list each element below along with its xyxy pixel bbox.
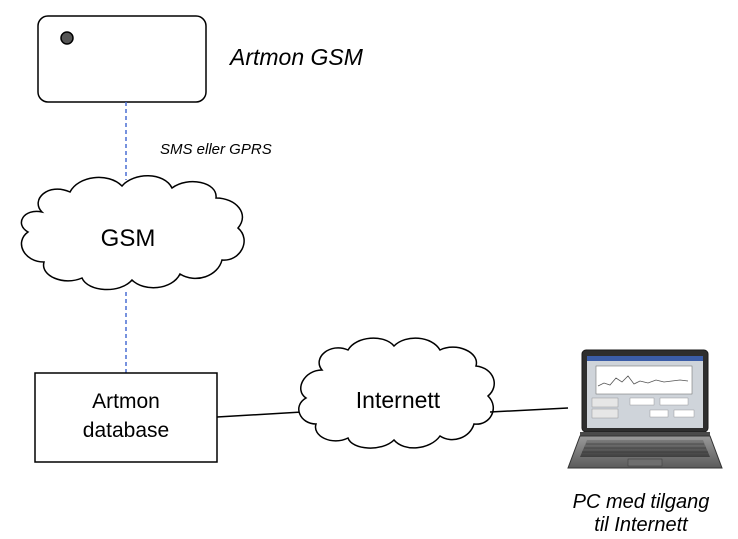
gsm-cloud-icon xyxy=(20,175,245,291)
pc-label-line1: PC med tilgang xyxy=(573,491,710,513)
artmon-database-box xyxy=(34,372,218,463)
link-label-sms-gprs: SMS eller GPRS xyxy=(160,141,272,158)
led-indicator-icon xyxy=(60,31,74,45)
link-database-internet xyxy=(216,411,303,418)
device-label: Artmon GSM xyxy=(228,44,364,70)
link-internet-pc xyxy=(489,407,569,413)
artmon-gsm-device xyxy=(37,15,207,103)
laptop-pc-icon xyxy=(567,349,723,469)
database-label-line2: database xyxy=(83,419,169,442)
pc-label-line2: til Internett xyxy=(594,514,689,536)
database-label-line1: Artmon xyxy=(92,390,160,413)
internet-cloud-icon xyxy=(298,337,495,449)
gsm-cloud-label: GSM xyxy=(101,225,156,252)
internet-cloud-label: Internett xyxy=(356,387,441,413)
